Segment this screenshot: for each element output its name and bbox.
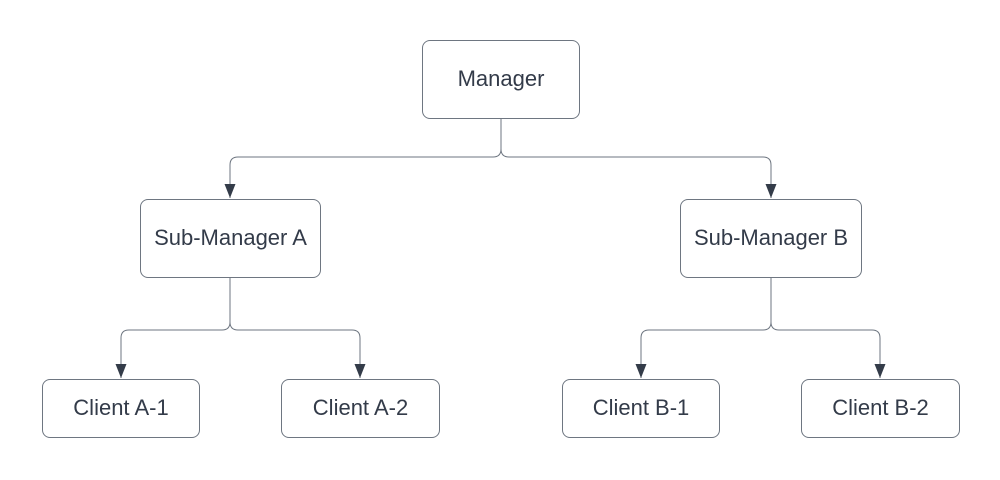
node-client-a1: Client A-1 [42, 379, 200, 438]
node-sub-manager-b: Sub-Manager B [680, 199, 862, 278]
connector-sub-b-to-client-b2 [770, 278, 886, 378]
connector-sub-a-to-client-a2 [229, 278, 366, 378]
node-client-a2: Client A-2 [281, 379, 440, 438]
node-label: Manager [457, 66, 545, 92]
node-label: Client A-1 [73, 395, 169, 421]
node-client-b1: Client B-1 [562, 379, 720, 438]
node-label: Client B-2 [832, 395, 929, 421]
node-label: Sub-Manager A [154, 225, 307, 251]
connector-manager-to-sub-a [224, 119, 502, 198]
node-manager: Manager [422, 40, 580, 119]
node-sub-manager-a: Sub-Manager A [140, 199, 321, 278]
connector-sub-b-to-client-b1 [635, 278, 772, 378]
connector-sub-a-to-client-a1 [115, 278, 231, 378]
node-label: Sub-Manager B [693, 225, 849, 251]
node-label: Client A-2 [312, 395, 409, 421]
node-label: Client B-1 [592, 395, 690, 421]
node-client-b2: Client B-2 [801, 379, 960, 438]
connector-manager-to-sub-b [500, 119, 777, 198]
